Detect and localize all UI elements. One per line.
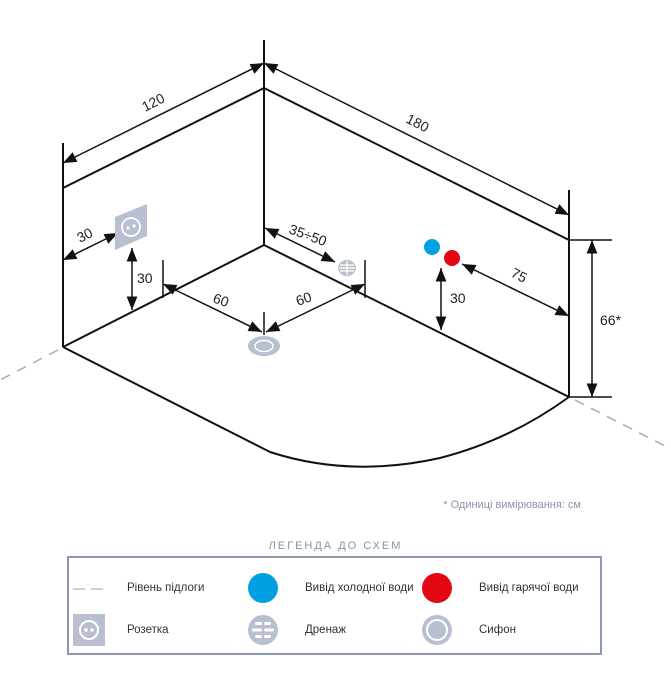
dim-width-right: 180 (404, 110, 432, 135)
legend-box: Рівень підлоги Вивід холодної води Вивід… (67, 556, 602, 655)
hot-water-icon (422, 573, 452, 603)
dim-water-height: 30 (450, 290, 466, 306)
dim-siphon-x: 60 (211, 290, 231, 310)
dimension-lines (62, 62, 612, 398)
drain-icon (248, 615, 278, 645)
cold-water-icon (424, 239, 440, 255)
dim-socket-wall: 30 (74, 224, 95, 245)
legend-label-drain: Дренаж (305, 624, 347, 636)
dim-width-left: 120 (139, 90, 167, 115)
cold-water-icon (248, 573, 278, 603)
legend-label-siphon: Сифон (479, 624, 516, 636)
legend-label-socket: Розетка (127, 624, 169, 636)
legend-label-cold: Вивід холодної води (305, 582, 414, 594)
dim-siphon-y: 60 (294, 288, 314, 308)
legend-label-hot: Вивід гарячої води (479, 582, 579, 594)
legend-title: ЛЕГЕНДА ДО СХЕМ (268, 540, 403, 552)
hot-water-icon (444, 250, 460, 266)
dashed-line-icon (73, 588, 103, 590)
legend-label-floor: Рівень підлоги (127, 582, 205, 594)
floor-level-lines (0, 349, 666, 447)
dim-height: 66* (600, 312, 622, 328)
siphon-icon (248, 336, 280, 356)
dim-water-wall: 75 (509, 264, 530, 285)
siphon-icon (422, 615, 452, 645)
drain-icon (338, 260, 356, 276)
socket-icon (73, 614, 105, 646)
dim-drain-offset: 35÷50 (287, 221, 329, 249)
dim-socket-height: 30 (137, 270, 153, 286)
units-footnote: * Одиниці вимірювання: см (443, 499, 581, 511)
socket-icon (115, 204, 147, 250)
